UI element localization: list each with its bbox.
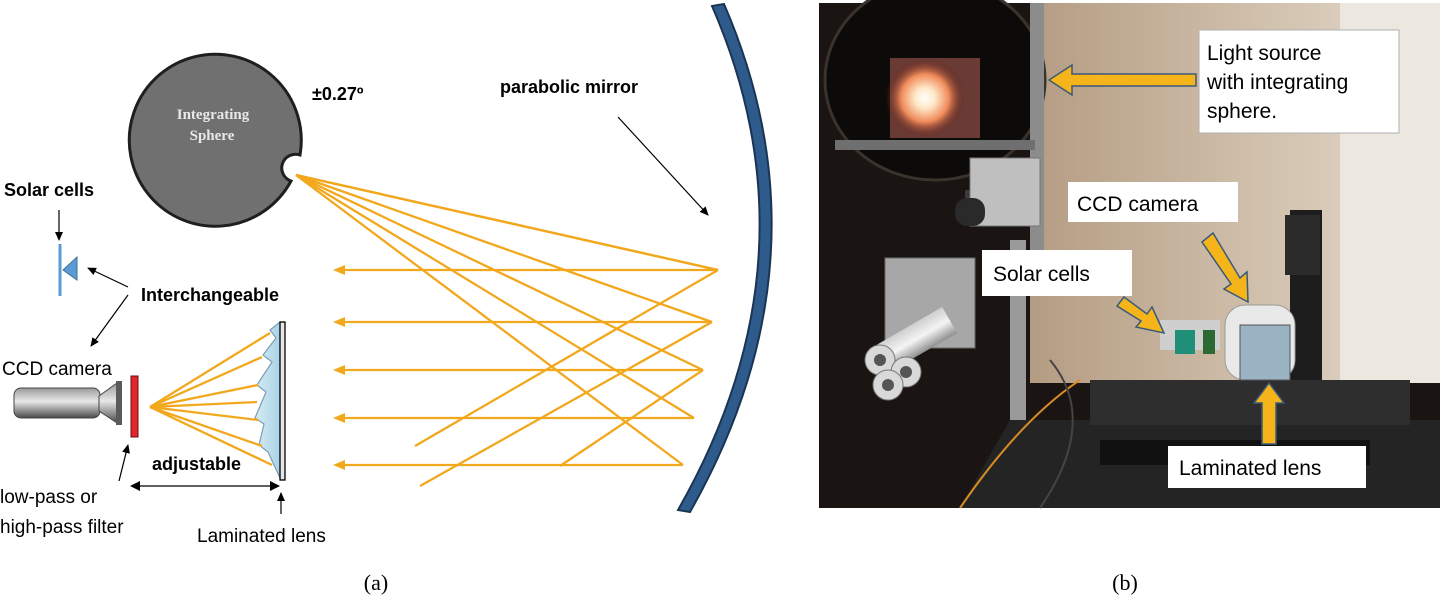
angle-label: ±0.27º [312, 84, 364, 104]
interchangeable-pointer-down [90, 294, 129, 347]
laminated-lens-label: Laminated lens [197, 526, 326, 547]
light-source-arrow [1047, 63, 1197, 97]
light-source-callout: Light source with integrating sphere. [1198, 29, 1400, 134]
filter-label-line2: high-pass filter [0, 517, 124, 538]
focusing-rays [149, 332, 273, 467]
solar-cells-label: Solar cells [4, 180, 94, 200]
interchangeable-label: Interchangeable [141, 285, 279, 305]
reflected-cross-rays [295, 173, 719, 488]
ccd-camera-label: CCD camera [2, 359, 112, 380]
filter-label-line1: low-pass or [0, 487, 98, 508]
adjustable-arrow-left [130, 481, 140, 491]
ccd-camera-callout: CCD camera [1068, 182, 1238, 222]
ccd-camera-icon [13, 381, 122, 425]
ccd-camera-arrow [1200, 231, 1249, 304]
laminated-lens-callout: Laminated lens [1168, 446, 1366, 488]
lens-plate [279, 321, 286, 481]
laminated-lens [254, 320, 281, 479]
light-source-line2: with integrating [1206, 71, 1348, 94]
mirror-pointer [617, 116, 709, 216]
sphere-label-line1: Integrating [177, 107, 250, 123]
panel-a-diagram: Integrating Sphere ±0.27º [0, 2, 773, 595]
adjustable-arrow-right [270, 481, 280, 491]
adjustable-label: adjustable [152, 454, 241, 474]
laminated-lens-photo-label: Laminated lens [1179, 457, 1321, 480]
solar-cell-prism [62, 255, 78, 281]
solar-cells-arrow [1115, 295, 1166, 335]
light-source-line3: sphere. [1207, 100, 1277, 123]
panel-b-caption: (b) [1112, 570, 1138, 595]
light-source-line1: Light source [1207, 42, 1321, 65]
filter-pointer [118, 444, 130, 482]
diverging-rays [295, 173, 719, 466]
panel-a-caption: (a) [364, 570, 388, 595]
ccd-camera-photo-label: CCD camera [1077, 193, 1199, 216]
laminated-lens-arrow [1252, 381, 1286, 445]
mirror-label: parabolic mirror [500, 77, 638, 97]
interchangeable-pointer-up [87, 267, 129, 288]
filter-element [130, 375, 139, 438]
solar-cells-photo-label: Solar cells [993, 263, 1090, 286]
solar-cells-callout: Solar cells [982, 250, 1132, 296]
parabolic-mirror [676, 2, 773, 514]
integrating-sphere [127, 52, 303, 228]
collimated-rays [333, 265, 718, 470]
sphere-label-line2: Sphere [190, 128, 235, 144]
